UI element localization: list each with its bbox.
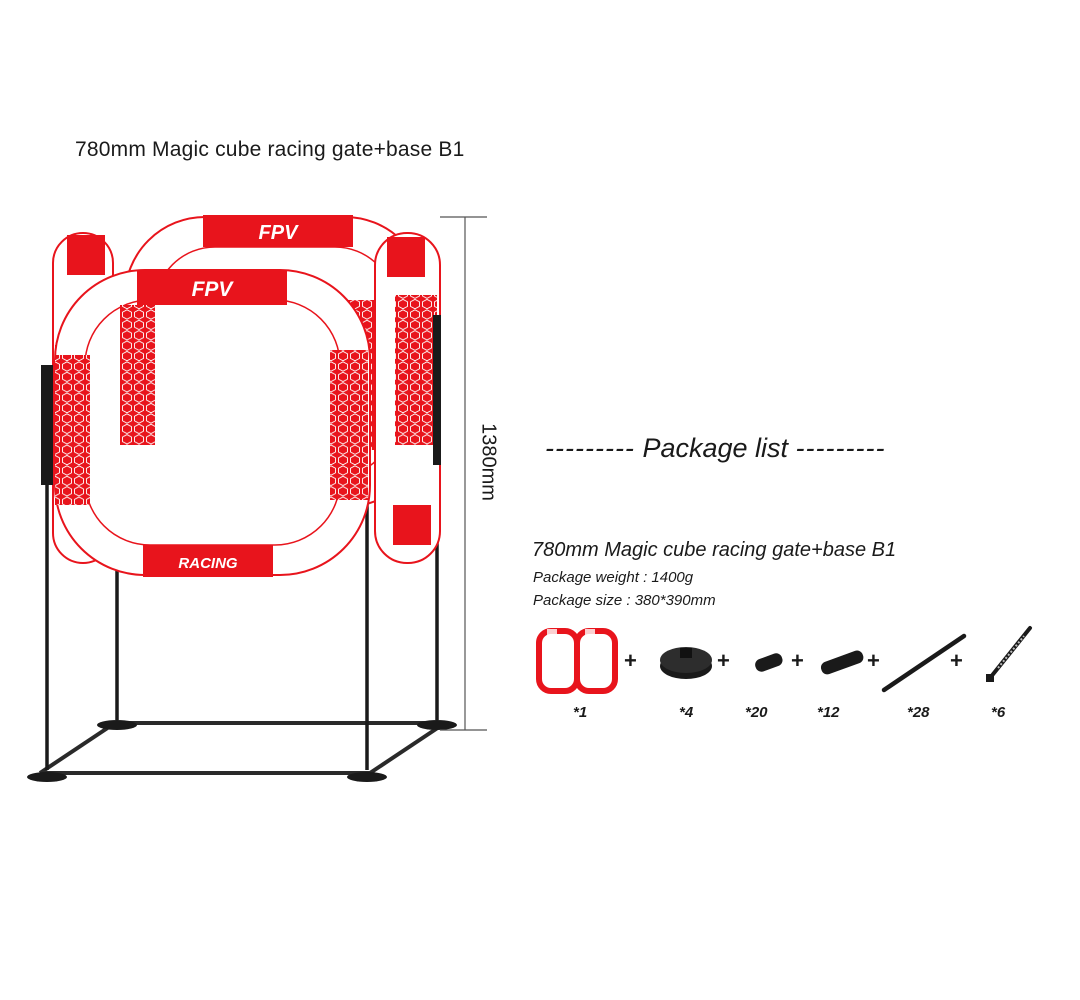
- connector-short-icon: [755, 653, 783, 672]
- package-size: Package size : 380*390mm: [533, 592, 716, 609]
- back-gate-banner-text: FPV: [259, 222, 300, 244]
- plus-separator-5: +: [950, 648, 963, 673]
- height-dimension-label: 1380mm: [477, 423, 500, 501]
- connector-long-icon: [820, 650, 864, 675]
- package-list-heading: --------- Package list ---------: [545, 433, 885, 464]
- qty-short-connectors: *20: [745, 704, 768, 721]
- base-disc-icon: [660, 647, 712, 679]
- plus-separator-1: +: [624, 648, 637, 673]
- ground-frame: [38, 721, 447, 775]
- qty-stakes: *6: [991, 704, 1006, 721]
- front-gate: FPV RACING: [41, 269, 371, 577]
- qty-gates: *1: [573, 704, 588, 721]
- pole-icon: [881, 633, 967, 693]
- package-items: + + + + + *1 *4 *20 *12 *28: [535, 620, 1055, 730]
- qty-bases: *4: [679, 704, 694, 721]
- gate-pair-icon: [536, 628, 618, 694]
- heading-text: Package list: [642, 433, 789, 463]
- package-item-long-connectors: [817, 644, 867, 682]
- package-item-gates: [535, 625, 620, 697]
- plus-separator-3: +: [791, 648, 804, 673]
- base-feet: [27, 720, 457, 782]
- package-item-poles: [880, 630, 968, 696]
- front-gate-racing-text: RACING: [178, 555, 237, 572]
- heading-dashes-right: ---------: [795, 433, 886, 463]
- qty-poles: *28: [907, 704, 930, 721]
- page-title: 780mm Magic cube racing gate+base B1: [75, 138, 465, 161]
- package-product-name: 780mm Magic cube racing gate+base B1: [532, 539, 897, 561]
- package-item-bases: [658, 642, 714, 682]
- stake-icon: [986, 626, 1032, 682]
- package-item-stakes: [980, 622, 1040, 686]
- dimension-line: [440, 216, 487, 731]
- racing-gate-illustration: FPV RACING FPV RACING: [27, 215, 487, 782]
- heading-dashes-left: ---------: [545, 433, 635, 463]
- qty-long-connectors: *12: [817, 704, 840, 721]
- front-gate-banner-text: FPV: [192, 278, 235, 301]
- package-item-short-connectors: [751, 648, 789, 678]
- plus-separator-2: +: [717, 648, 730, 673]
- plus-separator-4: +: [867, 648, 880, 673]
- right-side-gate: [374, 232, 441, 564]
- package-weight: Package weight : 1400g: [533, 569, 694, 586]
